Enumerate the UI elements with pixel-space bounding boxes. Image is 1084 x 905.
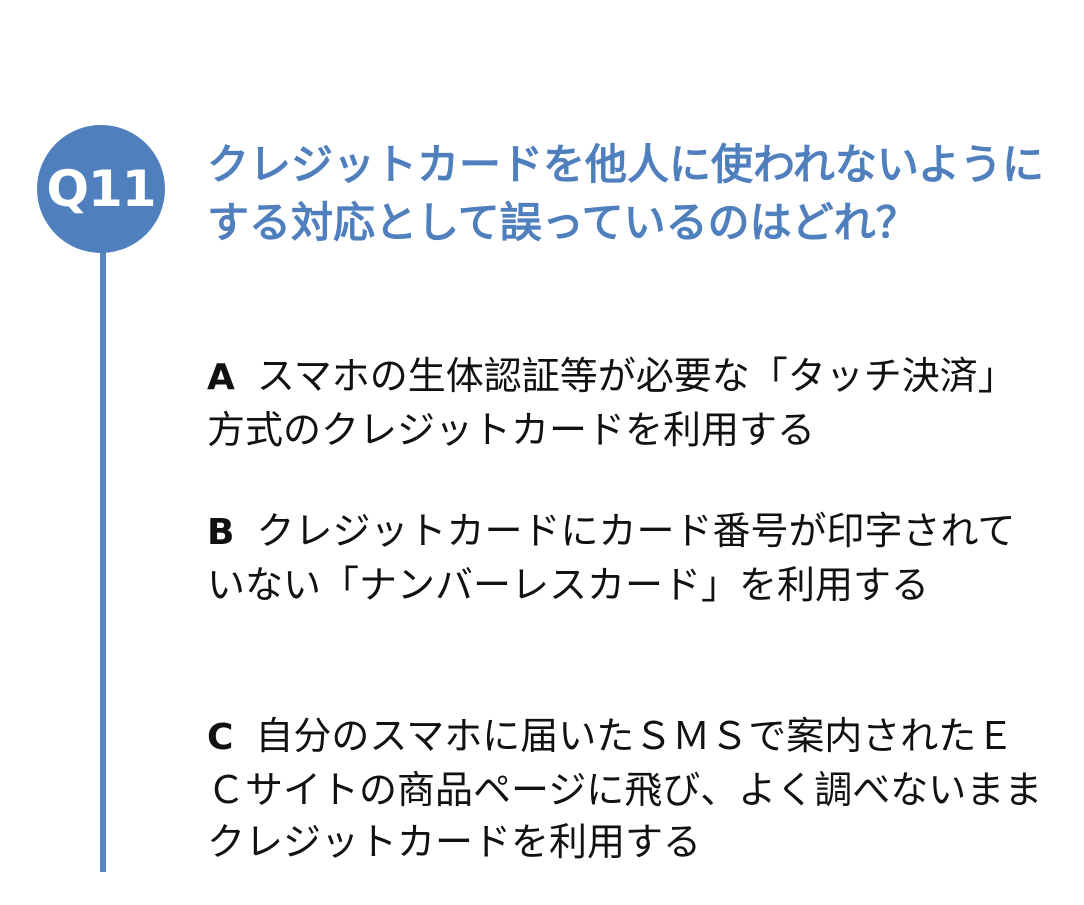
option-c-letter: C	[207, 717, 234, 758]
option-c-text: 自分のスマホに届いたＳＭＳで案内されたＥＣサイトの商品ページに飛び、よく調べない…	[207, 714, 1043, 864]
option-a-letter: A	[207, 357, 235, 398]
question-number-badge: Q11	[37, 125, 165, 253]
option-a-text: スマホの生体認証等が必要な「タッチ決済」方式のクレジットカードを利用する	[207, 354, 1016, 452]
question-number: Q11	[46, 160, 156, 218]
timeline-line	[100, 240, 106, 872]
option-b-letter: B	[207, 512, 235, 553]
option-b-text: クレジットカードにカード番号が印字されていない「ナンバーレスカード」を利用する	[207, 509, 1016, 607]
question-text: クレジットカードを他人に使われないようにする対応として誤っているのはどれ？	[207, 140, 1045, 247]
